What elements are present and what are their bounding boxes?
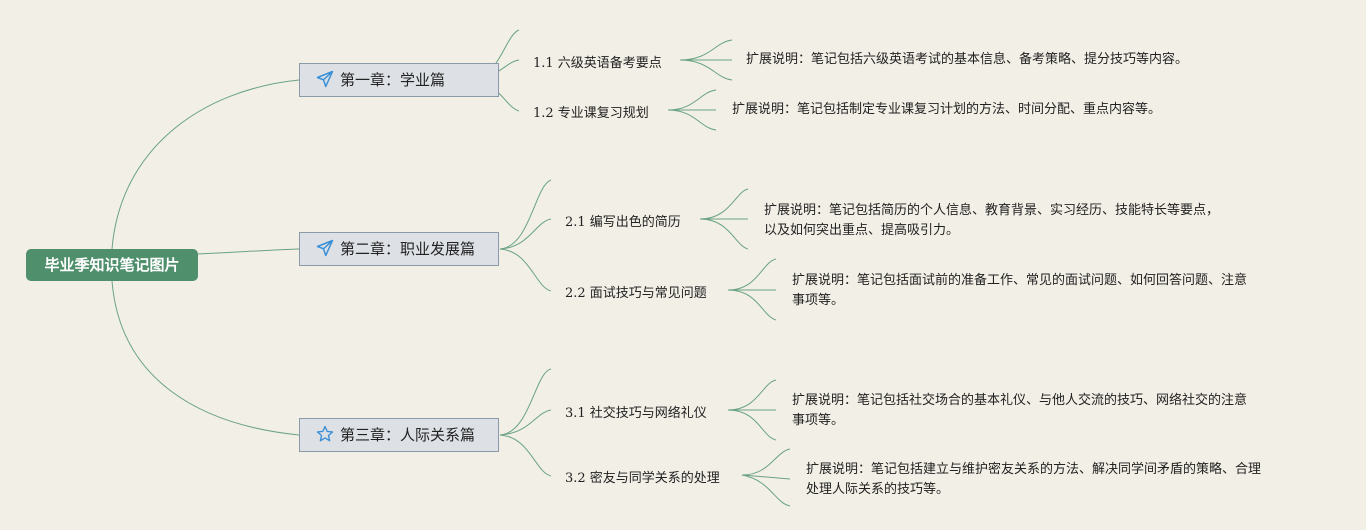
star-icon <box>316 425 334 442</box>
note-line: 处理人际关系的技巧等。 <box>806 482 950 497</box>
chapter-title: 第三章：人际关系篇 <box>340 426 476 444</box>
note-line: 扩展说明：笔记包括社交场合的基本礼仪、与他人交流的技巧、网络社交的注意 <box>792 393 1248 408</box>
note-text: 扩展说明：笔记包括简历的个人信息、教育背景、实习经历、技能特长等要点， 以及如何… <box>764 201 1219 241</box>
section-node[interactable]: 2.1 编写出色的简历 <box>565 215 681 230</box>
chapter-title: 第二章：职业发展篇 <box>340 240 476 258</box>
section-node[interactable]: 2.2 面试技巧与常见问题 <box>565 286 707 301</box>
chapter-node[interactable]: 第三章：人际关系篇 <box>299 418 499 452</box>
note-text: 扩展说明：笔记包括面试前的准备工作、常见的面试问题、如何回答问题、注意 事项等。 <box>792 271 1247 311</box>
section-node[interactable]: 3.2 密友与同学关系的处理 <box>565 471 720 486</box>
paper-plane-icon <box>316 70 334 88</box>
note-line: 扩展说明：笔记包括建立与维护密友关系的方法、解决同学间矛盾的策略、合理 <box>806 462 1262 477</box>
note-line: 扩展说明：笔记包括面试前的准备工作、常见的面试问题、如何回答问题、注意 <box>792 273 1248 288</box>
note-text: 扩展说明：笔记包括六级英语考试的基本信息、备考策略、提分技巧等内容。 <box>746 52 1189 67</box>
chapter-node[interactable]: 第一章：学业篇 <box>299 63 499 97</box>
paper-plane-icon <box>316 239 334 257</box>
chapter-title: 第一章：学业篇 <box>340 71 446 89</box>
chapter-node[interactable]: 第二章：职业发展篇 <box>299 232 499 266</box>
root-topic[interactable]: 毕业季知识笔记图片 <box>26 249 198 281</box>
note-text: 扩展说明：笔记包括建立与维护密友关系的方法、解决同学间矛盾的策略、合理 处理人际… <box>806 460 1261 500</box>
section-node[interactable]: 1.1 六级英语备考要点 <box>533 56 662 71</box>
section-node[interactable]: 1.2 专业课复习规划 <box>533 106 649 121</box>
note-text: 扩展说明：笔记包括社交场合的基本礼仪、与他人交流的技巧、网络社交的注意 事项等。 <box>792 391 1247 431</box>
note-line: 以及如何突出重点、提高吸引力。 <box>764 223 960 238</box>
note-line: 扩展说明：笔记包括简历的个人信息、教育背景、实习经历、技能特长等要点， <box>764 203 1220 218</box>
note-line: 事项等。 <box>792 413 845 428</box>
section-node[interactable]: 3.1 社交技巧与网络礼仪 <box>565 406 707 421</box>
note-text: 扩展说明：笔记包括制定专业课复习计划的方法、时间分配、重点内容等。 <box>732 102 1162 117</box>
note-line: 事项等。 <box>792 293 845 308</box>
